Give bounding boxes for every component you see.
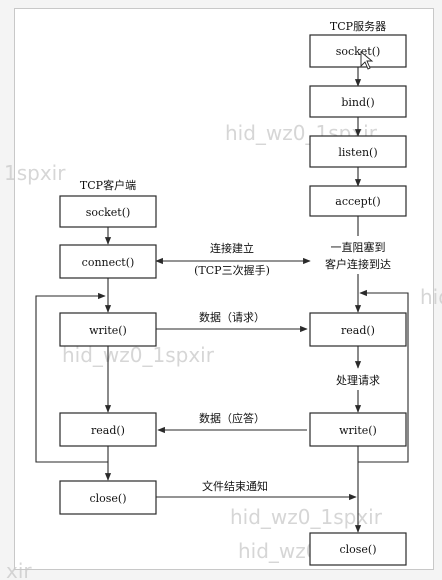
request-label: 数据（请求） (199, 310, 265, 324)
client-connect-label: connect() (82, 256, 135, 269)
server-bind-label: bind() (341, 96, 374, 109)
client-read-box: read() (59, 412, 157, 447)
server-write-label: write() (339, 424, 377, 437)
client-close-box: close() (59, 480, 157, 515)
server-socket-label: socket() (336, 45, 381, 58)
client-socket-box: socket() (59, 195, 157, 228)
watermark-text: hid_wz0_1spxir (62, 343, 215, 367)
server-close-label: close() (339, 543, 376, 556)
block-label-2: 客户连接到达 (325, 257, 391, 271)
server-read-label: read() (341, 324, 375, 337)
client-write-box: write() (59, 312, 157, 347)
client-connect-box: connect() (59, 244, 157, 279)
connect-label: 连接建立 (210, 241, 254, 255)
server-read-box: read() (309, 312, 407, 347)
watermark-text: hid_wz0_1spxir (230, 505, 383, 529)
handshake-label: (TCP三次握手) (194, 263, 270, 277)
watermark-text: xir (6, 559, 32, 580)
server-accept-label: accept() (335, 195, 380, 208)
server-write-box: write() (309, 412, 407, 447)
mouse-cursor-icon (360, 51, 374, 70)
client-write-label: write() (89, 324, 127, 337)
server-close-box: close() (309, 532, 407, 566)
server-listen-label: listen() (338, 146, 377, 159)
server-listen-box: listen() (309, 135, 407, 168)
client-close-label: close() (89, 492, 126, 505)
block-label: 一直阻塞到 (331, 240, 386, 254)
response-label: 数据（应答） (199, 411, 265, 425)
server-bind-box: bind() (309, 85, 407, 118)
server-title: TCP服务器 (330, 20, 386, 33)
client-read-label: read() (91, 424, 125, 437)
server-socket-box: socket() (309, 34, 407, 68)
process-label: 处理请求 (336, 374, 380, 387)
server-accept-box: accept() (309, 185, 407, 217)
watermark-text: 1spxir (4, 161, 66, 185)
watermark-text: hid (420, 285, 442, 309)
client-title: TCP客户端 (80, 178, 136, 192)
eof-label: 文件结束通知 (202, 479, 268, 493)
client-socket-label: socket() (86, 206, 131, 219)
